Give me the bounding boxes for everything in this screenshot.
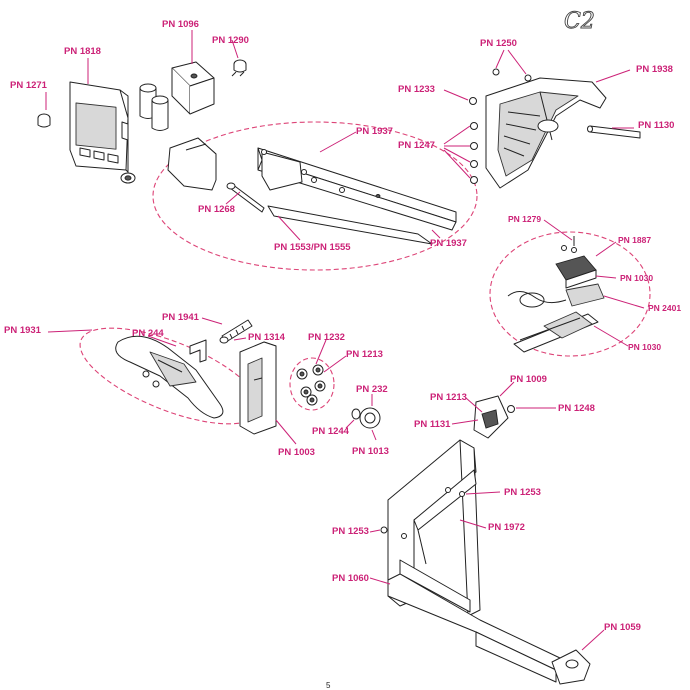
monorail-pn1937 bbox=[257, 147, 457, 231]
label-pn1233: PN 1233 bbox=[398, 84, 435, 95]
label-pn1279: PN 1279 bbox=[508, 214, 541, 224]
label-pn1059: PN 1059 bbox=[604, 622, 641, 633]
sensor-board-pn2401 bbox=[507, 283, 605, 308]
sensor-group-outline bbox=[489, 231, 651, 357]
label-pn1253-right: PN 1253 bbox=[504, 487, 541, 498]
small-screws-rail bbox=[261, 149, 345, 193]
spacer-cylinders bbox=[139, 83, 169, 131]
washer-pn1244 bbox=[351, 408, 361, 420]
label-pn1248: PN 1248 bbox=[558, 403, 595, 414]
label-pn1096: PN 1096 bbox=[162, 19, 199, 30]
screws-pn1253 bbox=[380, 526, 388, 534]
cap-pn1009 bbox=[473, 395, 509, 439]
label-pn1013: PN 1013 bbox=[352, 446, 389, 457]
label-pn1009: PN 1009 bbox=[510, 374, 547, 385]
clip-pn244 bbox=[189, 339, 207, 363]
label-pn1131: PN 1131 bbox=[414, 419, 451, 430]
nut-pn1271 bbox=[37, 113, 51, 128]
label-pn1030-top: PN 1030 bbox=[620, 273, 653, 283]
page-number: 5 bbox=[326, 681, 331, 690]
svg-text:C2: C2 bbox=[564, 9, 595, 34]
bolt-pn1941 bbox=[219, 319, 253, 344]
label-pn1931: PN 1931 bbox=[4, 325, 42, 336]
label-pn1268: PN 1268 bbox=[198, 204, 235, 215]
shaft-pn1130 bbox=[587, 125, 641, 139]
label-pn1030-bottom: PN 1030 bbox=[628, 342, 661, 352]
flywheel-cover-pn1938 bbox=[485, 77, 607, 189]
rail-strip-pn1553 bbox=[267, 205, 433, 245]
label-pn1250: PN 1250 bbox=[480, 38, 517, 49]
label-pn1244: PN 1244 bbox=[312, 426, 350, 437]
label-pn1818: PN 1818 bbox=[64, 46, 101, 57]
front-leg-frame-pn1972 bbox=[387, 439, 561, 683]
monitor-pn1818 bbox=[69, 81, 136, 184]
label-pn1060: PN 1060 bbox=[332, 573, 369, 584]
foot-pn1059 bbox=[551, 649, 591, 685]
label-pn1937-top: PN 1937 bbox=[356, 126, 393, 137]
label-pn1941: PN 1941 bbox=[162, 312, 200, 323]
screws-pn1250 bbox=[492, 68, 532, 82]
screw-pn1233 bbox=[469, 97, 477, 105]
washers-pn1232 bbox=[296, 364, 326, 406]
leader-lines bbox=[45, 30, 645, 651]
nuts-handle bbox=[142, 370, 160, 388]
screws-pn1247 bbox=[470, 122, 478, 184]
label-pn1553-1555: PN 1553/PN 1555 bbox=[274, 242, 351, 253]
label-pn1972: PN 1972 bbox=[488, 522, 525, 533]
label-pn1937-bottom: PN 1937 bbox=[430, 238, 467, 249]
sensor-cover-pn1030 bbox=[555, 236, 597, 289]
cushion-pn1096 bbox=[171, 61, 215, 115]
washer-group-outline bbox=[289, 357, 335, 411]
label-pn1232: PN 1232 bbox=[308, 332, 345, 343]
label-pn1213-right: PN 1213 bbox=[430, 392, 467, 403]
label-pn244: PN 244 bbox=[132, 328, 164, 339]
label-pn1290: PN 1290 bbox=[212, 35, 249, 46]
label-pn1314: PN 1314 bbox=[248, 332, 286, 343]
screw-pn1290 bbox=[231, 59, 247, 77]
label-pn1938: PN 1938 bbox=[636, 64, 673, 75]
sensor-bracket-pn1030 bbox=[513, 311, 599, 353]
label-pn1130: PN 1130 bbox=[638, 120, 674, 131]
label-pn1253-left: PN 1253 bbox=[332, 526, 369, 537]
label-pn1003: PN 1003 bbox=[278, 447, 315, 458]
label-pn2401: PN 2401 bbox=[648, 303, 681, 313]
monorail-group-outline bbox=[152, 121, 478, 271]
front-foot-pn1937-cap bbox=[167, 137, 217, 191]
screw-pn1248 bbox=[507, 405, 515, 413]
bolt-pn1268 bbox=[226, 182, 265, 213]
handle-pn1931 bbox=[115, 335, 224, 419]
label-pn1247: PN 1247 bbox=[398, 140, 435, 151]
part-labels: PN 1271 PN 1818 PN 1096 PN 1290 PN 1937 … bbox=[4, 19, 681, 633]
label-pn1271: PN 1271 bbox=[10, 80, 48, 91]
label-pn232: PN 232 bbox=[356, 384, 388, 395]
concept2-logo: C2 bbox=[564, 9, 596, 35]
rear-bracket-pn1003 bbox=[239, 341, 277, 435]
label-pn1887: PN 1887 bbox=[618, 235, 651, 245]
label-pn1213-mid: PN 1213 bbox=[346, 349, 383, 360]
wheel-pn1013 bbox=[359, 407, 381, 429]
